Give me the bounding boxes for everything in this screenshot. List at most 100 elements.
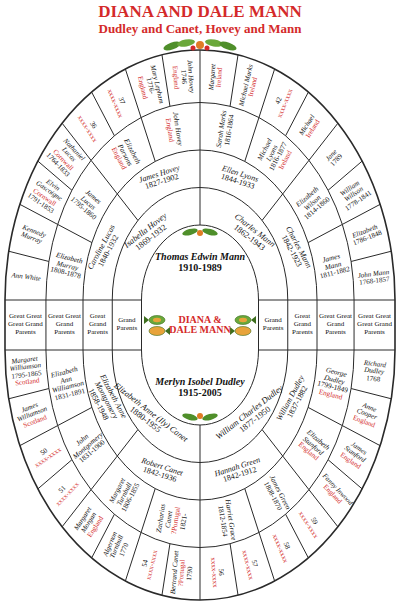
ancestor-cell: John Mann1768-1857 [355,269,393,288]
center-title: DIANA & DALE MANN [167,315,233,336]
ancestor-cell: James StanfordEngland [332,435,376,475]
generation-column: Great Grand Parents [289,301,316,349]
ancestor-cell: George Dudley1799-1849England [313,365,352,402]
life-dates: 1768 [354,373,391,385]
ancestor-cell: Elizabeth Anne Montgomery1858-1948 [75,359,135,442]
ancestor-cell: 42xxxx-xxxx [267,79,298,126]
ancestor-cell: William Dudley1837-1882 [268,360,321,439]
life-dates: 1877-1950 [209,383,300,457]
cell-divider [58,224,92,242]
ancestor-cell: Sarah Marks1816-1864 [216,108,237,152]
ancestor-cell: Ellen Lyons1844-1933 [204,160,273,197]
fish-right [230,316,256,336]
center-oval: DIANA & DALE MANN [167,315,233,336]
ring-arc [5,350,395,600]
cell-divider [9,251,49,261]
cell-divider [117,194,138,221]
ancestor-cell: Mary Lepham1776-England [133,61,165,111]
chart-title: DIANA AND DALE MANN [0,2,400,22]
cell-divider [308,224,342,242]
cell-divider [162,544,170,595]
cell-divider [200,425,201,463]
cell-divider [91,160,117,194]
generation-column: Great Great Great Grand Parents [355,301,394,349]
ancestor-cell: John Montgomery1831-1900 [66,426,108,466]
ancestor-cell: Ann White [8,272,45,284]
generation-label: Grand Parents [260,317,287,332]
ancestor-cell: William Willson1778-1841 [332,174,376,214]
cell-divider [200,548,201,601]
country-label: Ireland [215,54,226,102]
ancestor-cell: James WilliamsonScotland [12,398,54,432]
generation-column: Great Great Great Grand Parents [6,301,45,349]
generation-label: Grand Parents [113,317,140,332]
ancestor-cell: Elizabeth Ann Williamson1831-1891 [48,365,87,402]
cell-divider [200,500,201,548]
ancestor-cell: Elvin GascoigneCornwall1791-1853 [22,171,71,217]
ancestor-cell: John Hovey1746England [170,53,196,102]
ancestor-cell: Michael MarksIreland [238,61,263,110]
ring-arc [5,50,395,300]
ancestor-cell: 58xxxx-xxxx [267,524,298,571]
person-name: Thomas Edwin Mann [150,252,250,263]
cell-divider [259,69,275,118]
generation-label: Great Great Great Grand Parents [6,313,45,336]
ancestor-cell: MargaretIreland [208,53,226,101]
ancestor-cell: Elizabeth ParsonsEngland [106,133,144,179]
callout-number: 56 [215,548,226,596]
generation-column: Grand Parents [113,301,140,349]
generation-column: Great Great Grand Parents [47,301,82,349]
ancestor-cell: Anne CooperEngland [346,398,388,432]
band-line [5,300,395,301]
cell-divider [200,103,201,151]
band-divider [5,300,395,350]
chart-subtitle: Dudley and Canet, Hovey and Mann [0,21,400,37]
cell-divider [141,118,155,162]
inner-leaves-top [181,227,218,237]
cell-divider [58,407,92,425]
person-name: Merlyn Isobel Dudley [150,377,250,388]
ancestor-cell: Richard Dudley1768 [354,359,393,385]
ancestor-cell: Elizabeth StanfordEngland [292,426,334,466]
ancestor-cell: Harriet Grace1812-1854 [216,498,237,542]
cell-divider [200,50,201,103]
ring-arc [46,102,354,300]
person-name: William Dudley [268,360,313,436]
band-divider [83,300,317,350]
ancestor-cell: 54xxxx-xxxx [137,540,162,589]
cell-divider [230,55,238,106]
generation-label: Great Great Great Grand Parents [355,313,394,336]
country-label: xxxx-xxxx [51,477,85,512]
person-name: Caroline Lucas [79,210,124,286]
cell-divider [91,456,117,490]
ancestor-cell: Jane1789 [315,138,354,178]
ancestor-cell: 56xxxx-xxxx [208,548,226,596]
ring-arc [83,350,317,500]
top-leaves [162,38,237,52]
ancestor-cell: Fanny InwoodEngland [315,472,354,512]
generation-label: Great Great Grand Parents [318,313,353,336]
cell-divider [141,489,155,533]
life-dates: 1790 [185,549,196,597]
life-dates: 1915-2005 [150,388,250,399]
ancestor-cell: 36xxxx-xxxx [71,105,107,149]
ancestor-cell: 51xxxx-xxxx [46,472,85,512]
band-divider [112,300,288,350]
cell-divider [245,489,259,533]
ancestor-cell: 57xxxx-xxxx [238,540,263,589]
person-name: Kennedy Murray [13,221,53,248]
cell-divider [9,389,49,399]
cell-divider [351,251,391,261]
generation-column: Great Great Grand Parents [318,301,353,349]
life-dates: 1811-1882 [318,266,351,281]
ancestor-cell: Margaret Williamson1795-1865Scotland [7,355,46,389]
cell-divider [200,463,201,501]
cell-divider [200,188,201,226]
generation-label: Great Grand Parents [289,313,316,336]
ancestor-cell: Charles Mann1842-1923 [268,210,321,289]
ancestor-cell: MichaelIreland [293,105,329,149]
country-label: Scotland [9,377,46,389]
ancestor-cell: James Hovey1827-1902 [126,160,195,197]
ancestor-cell: James Lucas1795-1860 [66,183,108,223]
